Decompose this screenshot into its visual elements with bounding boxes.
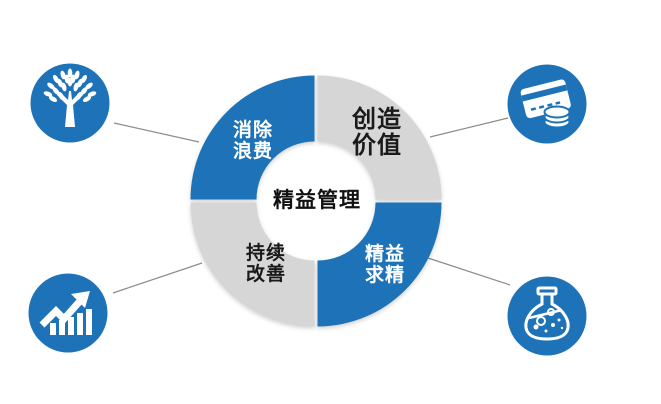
- growth-chart-glyph: [39, 291, 92, 335]
- connector-line-bottom-left: [112, 262, 203, 294]
- donut-ring: [190, 75, 442, 327]
- flask-icon: [507, 276, 587, 356]
- connector-line-top-right: [429, 117, 509, 138]
- growth-chart-icon: [28, 273, 108, 353]
- segment-create-value: [317, 75, 442, 200]
- connector-line-bottom-right: [427, 257, 511, 286]
- segment-eliminate-waste: [190, 75, 315, 200]
- segment-strive-excellence: [317, 202, 442, 327]
- coins-glyph: [543, 105, 571, 129]
- flask-glyph: [524, 286, 570, 341]
- credit-card-coins-icon: [507, 64, 587, 144]
- flask-icon-circle: [507, 276, 587, 356]
- connector-lines: [112, 117, 511, 294]
- segment-continuous-improvement: [190, 202, 315, 327]
- tree-glyph: [43, 68, 97, 127]
- tree-icon: [30, 63, 110, 143]
- credit-card-glyph: [520, 79, 571, 129]
- connector-line-top-left: [113, 122, 200, 143]
- donut-center-label: 精益管理: [273, 189, 361, 212]
